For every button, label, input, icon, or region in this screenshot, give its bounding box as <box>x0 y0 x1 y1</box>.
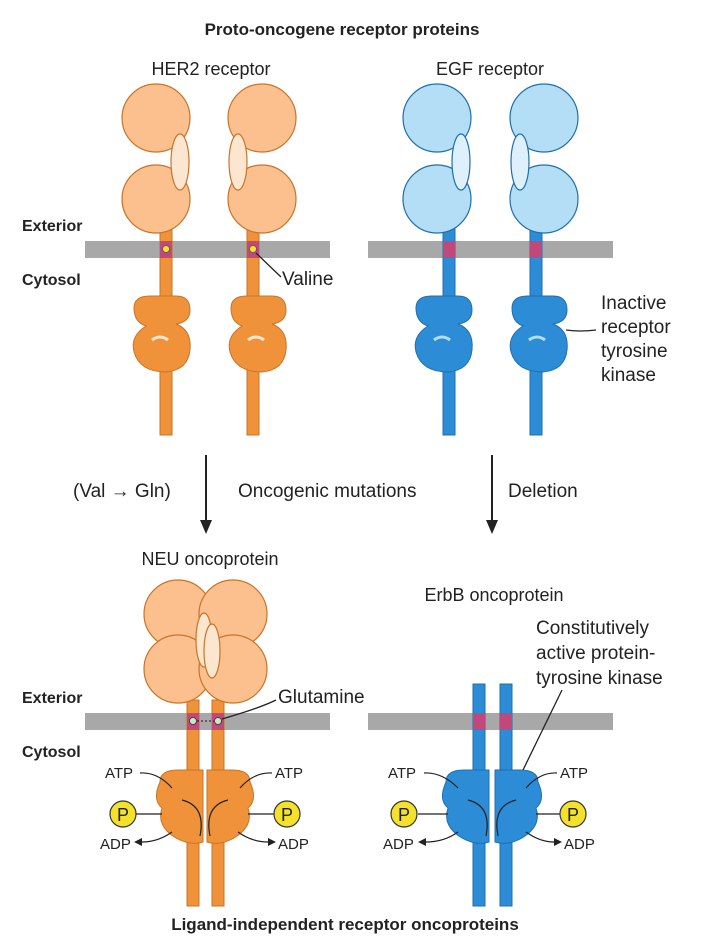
egf-monomer-right <box>509 83 579 436</box>
valine-residue <box>249 245 257 253</box>
adp-label-erbb-left: ADP <box>383 836 414 853</box>
atp-label-neu-right: ATP <box>275 765 303 782</box>
atp-label-erbb-right: ATP <box>560 765 588 782</box>
her2-receptor: Valine <box>121 83 333 436</box>
cytosol-label-bottom: Cytosol <box>22 744 81 761</box>
arrowhead-her2-to-neu <box>200 520 212 534</box>
glutamine-residue-left <box>189 717 197 725</box>
inactive-kinase-label-3: tyrosine <box>601 341 668 362</box>
membrane-her2 <box>85 241 330 258</box>
erbb-kinase-left <box>442 769 490 844</box>
adp-label-erbb-right: ADP <box>564 836 595 853</box>
valine-label: Valine <box>282 269 333 290</box>
phosphate-label-erbb-right: P <box>567 805 579 825</box>
active-kinase-pointer <box>522 689 563 771</box>
atp-label-erbb-left: ATP <box>388 765 416 782</box>
exterior-label-top: Exterior <box>22 218 82 235</box>
egf-receptor: Inactive receptor tyrosine kinase <box>402 83 671 436</box>
membrane-egf <box>368 241 613 258</box>
active-kinase-label-3: tyrosine kinase <box>536 668 663 689</box>
her2-receptor-label: HER2 receptor <box>151 59 270 79</box>
glutamine-residue-right <box>214 717 222 725</box>
exterior-label-bottom: Exterior <box>22 690 82 707</box>
valine-pointer <box>255 252 282 278</box>
arrowhead-egf-to-erbb <box>486 520 498 534</box>
egf-receptor-label: EGF receptor <box>436 59 544 79</box>
inactive-kinase-label-1: Inactive <box>601 293 666 314</box>
transition-arrows <box>200 455 498 534</box>
phosphate-label-neu-right: P <box>281 805 293 825</box>
phosphate-neu-right <box>273 800 301 828</box>
atp-label-neu-left: ATP <box>105 765 133 782</box>
her2-monomer-right <box>227 83 297 436</box>
phosphate-neu-left <box>109 800 137 828</box>
glutamine-pointer <box>221 699 277 720</box>
erbb-oncoprotein-label: ErbB oncoprotein <box>424 585 563 605</box>
neu-oncoprotein-label: NEU oncoprotein <box>141 549 278 569</box>
egf-monomer-left <box>402 83 473 436</box>
neu-oncoprotein: P P ATP ATP ADP ADP Glutamine <box>100 579 365 907</box>
phosphate-label-erbb-left: P <box>398 805 410 825</box>
erbb-kinase-right <box>494 769 542 844</box>
deletion-label: Deletion <box>508 481 578 502</box>
adp-label-neu-left: ADP <box>100 836 131 853</box>
inactive-kinase-label-2: receptor <box>601 317 671 338</box>
phosphate-erbb-left <box>390 800 418 828</box>
active-kinase-label-1: Constitutively <box>536 618 649 639</box>
active-kinase-label-2: active protein- <box>536 643 655 664</box>
neu-kinase-right <box>206 769 254 844</box>
top-title: Proto-oncogene receptor proteins <box>205 20 480 39</box>
glutamine-label: Glutamine <box>278 687 365 708</box>
cytosol-label-top: Cytosol <box>22 272 81 289</box>
adp-label-neu-right: ADP <box>278 836 309 853</box>
membrane-neu <box>85 713 330 730</box>
neu-kinase-left <box>156 769 204 844</box>
inactive-kinase-label-4: kinase <box>601 365 656 386</box>
her2-monomer-left <box>121 83 191 436</box>
val-gln-label: (Val → Gln) <box>73 481 171 502</box>
phosphate-erbb-right <box>559 800 587 828</box>
oncogenic-mutations-label: Oncogenic mutations <box>238 481 417 502</box>
erbb-oncoprotein: P P ATP ATP ADP ADP Constitutively activ… <box>383 618 663 907</box>
bottom-title: Ligand-independent receptor oncoproteins <box>171 915 519 934</box>
phosphate-label-neu-left: P <box>117 805 129 825</box>
inactive-kinase-pointer <box>565 329 597 332</box>
membrane-erbb <box>368 713 613 730</box>
